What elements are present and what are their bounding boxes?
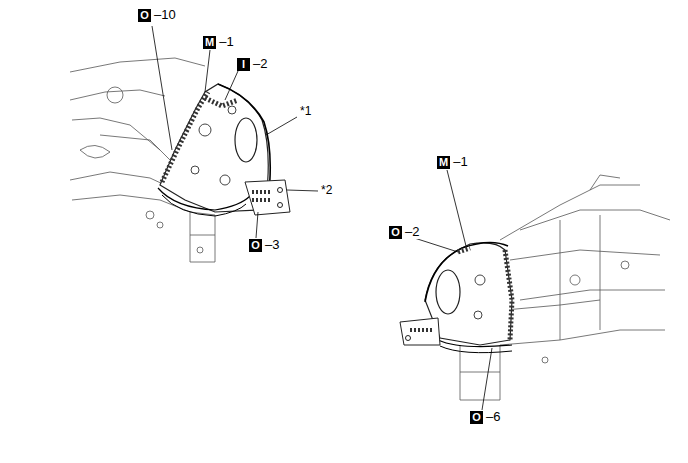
callout-number: –10 bbox=[153, 8, 177, 22]
weld-type-symbol: I bbox=[237, 58, 250, 71]
weld-type-symbol: O bbox=[249, 239, 262, 252]
callout-number: –6 bbox=[485, 410, 501, 424]
weld-callout: O–6 bbox=[470, 410, 501, 424]
weld-type-symbol: O bbox=[138, 9, 151, 22]
left-apron bbox=[158, 84, 290, 216]
weld-type-symbol: M bbox=[203, 36, 216, 49]
right-apron bbox=[400, 242, 512, 352]
weld-callout: M–1 bbox=[203, 35, 235, 49]
weld-type-symbol: O bbox=[389, 226, 402, 239]
weld-callout: O–2 bbox=[389, 225, 420, 239]
leader-lines bbox=[152, 26, 492, 410]
weld-type-symbol: O bbox=[470, 411, 483, 424]
callout-number: –2 bbox=[404, 225, 420, 239]
weld-type-symbol: M bbox=[437, 156, 450, 169]
part-callout: *1 bbox=[299, 105, 312, 118]
callout-number: –1 bbox=[218, 35, 234, 49]
part-callout: *2 bbox=[320, 184, 333, 197]
weld-callout: O–10 bbox=[138, 8, 177, 22]
callout-number: –2 bbox=[252, 57, 268, 71]
callout-number: –3 bbox=[264, 238, 280, 252]
weld-callout: O–3 bbox=[249, 238, 280, 252]
weld-callout: I–2 bbox=[237, 57, 268, 71]
weld-callout: M–1 bbox=[437, 155, 469, 169]
callout-number: –1 bbox=[452, 155, 468, 169]
